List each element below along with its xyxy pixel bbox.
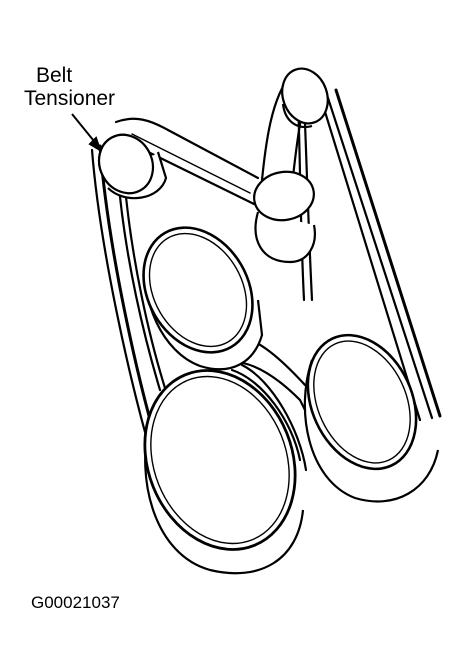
lower-right-pulley	[303, 333, 440, 503]
callout-label-line1: Belt	[36, 64, 72, 87]
callout-arrow	[71, 113, 102, 153]
alternator-pulley	[142, 226, 264, 371]
figure-code: G00021037	[31, 593, 120, 612]
callout-label-line2: Tensioner	[24, 87, 115, 110]
crankshaft-pulley	[143, 369, 305, 575]
upper-right-pulley	[281, 67, 329, 129]
idler-pulley	[253, 170, 316, 264]
tensioner-pulley	[97, 133, 168, 200]
